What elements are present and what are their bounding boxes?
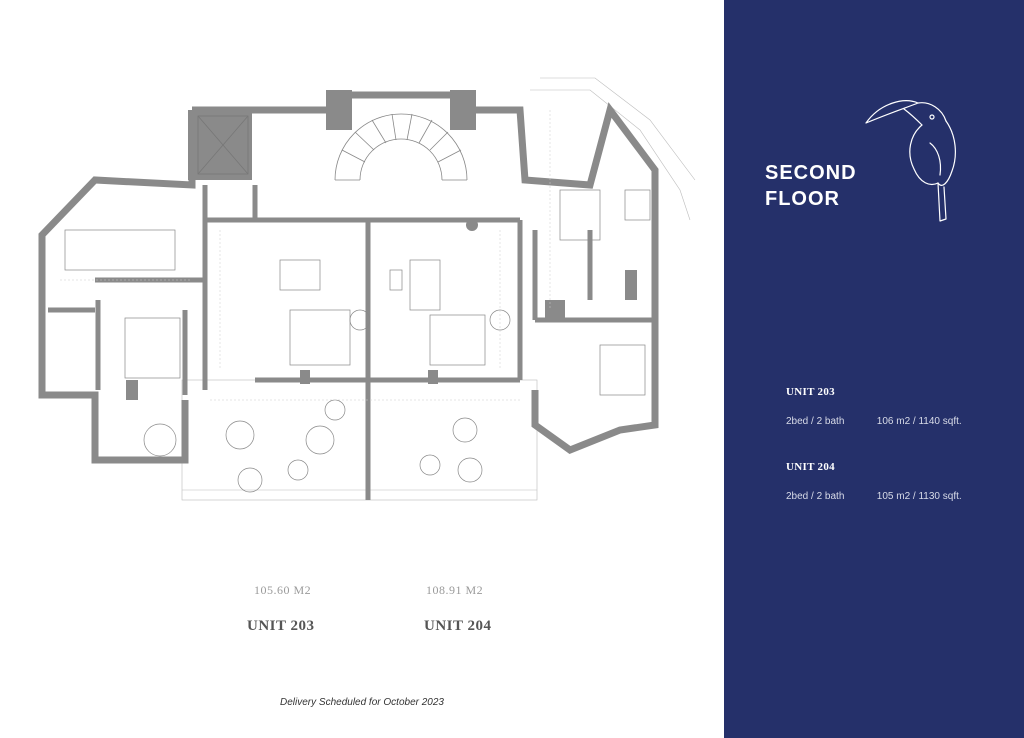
unit-204-details: 2bed / 2 bath 105 m2 / 1130 sqft.: [786, 491, 962, 502]
unit-203-heading: UNIT 203: [786, 386, 835, 398]
unit-204-area: 108.91 M2: [426, 583, 484, 597]
unit-204-beds: 2bed / 2 bath: [786, 491, 845, 502]
unit-203-size: 106 m2 / 1140 sqft.: [876, 416, 962, 427]
unit-204-heading: UNIT 204: [786, 461, 835, 473]
floorplan-page: 105.60 M2 108.91 M2 UNIT 203 UNIT 204 De…: [38, 77, 696, 708]
floor-title-line1: SECOND: [765, 162, 857, 184]
unit-203-details: 2bed / 2 bath 106 m2 / 1140 sqft.: [786, 416, 962, 427]
unit-203-area: 105.60 M2: [254, 583, 312, 597]
floor-plan-drawing: [38, 77, 696, 501]
floor-title: SECOND FLOOR: [765, 160, 857, 212]
floor-title-line2: FLOOR: [765, 188, 840, 210]
spiral-staircase-icon: [334, 113, 468, 181]
unit-204-label: UNIT 204: [424, 618, 492, 634]
unit-203-beds: 2bed / 2 bath: [786, 416, 845, 427]
unit-203-label: UNIT 203: [247, 618, 315, 634]
delivery-note: Delivery Scheduled for October 2023: [280, 697, 444, 708]
unit-204-size: 105 m2 / 1130 sqft.: [876, 491, 962, 502]
hornbill-bird-logo: [865, 100, 956, 222]
info-panel: [724, 0, 1024, 738]
